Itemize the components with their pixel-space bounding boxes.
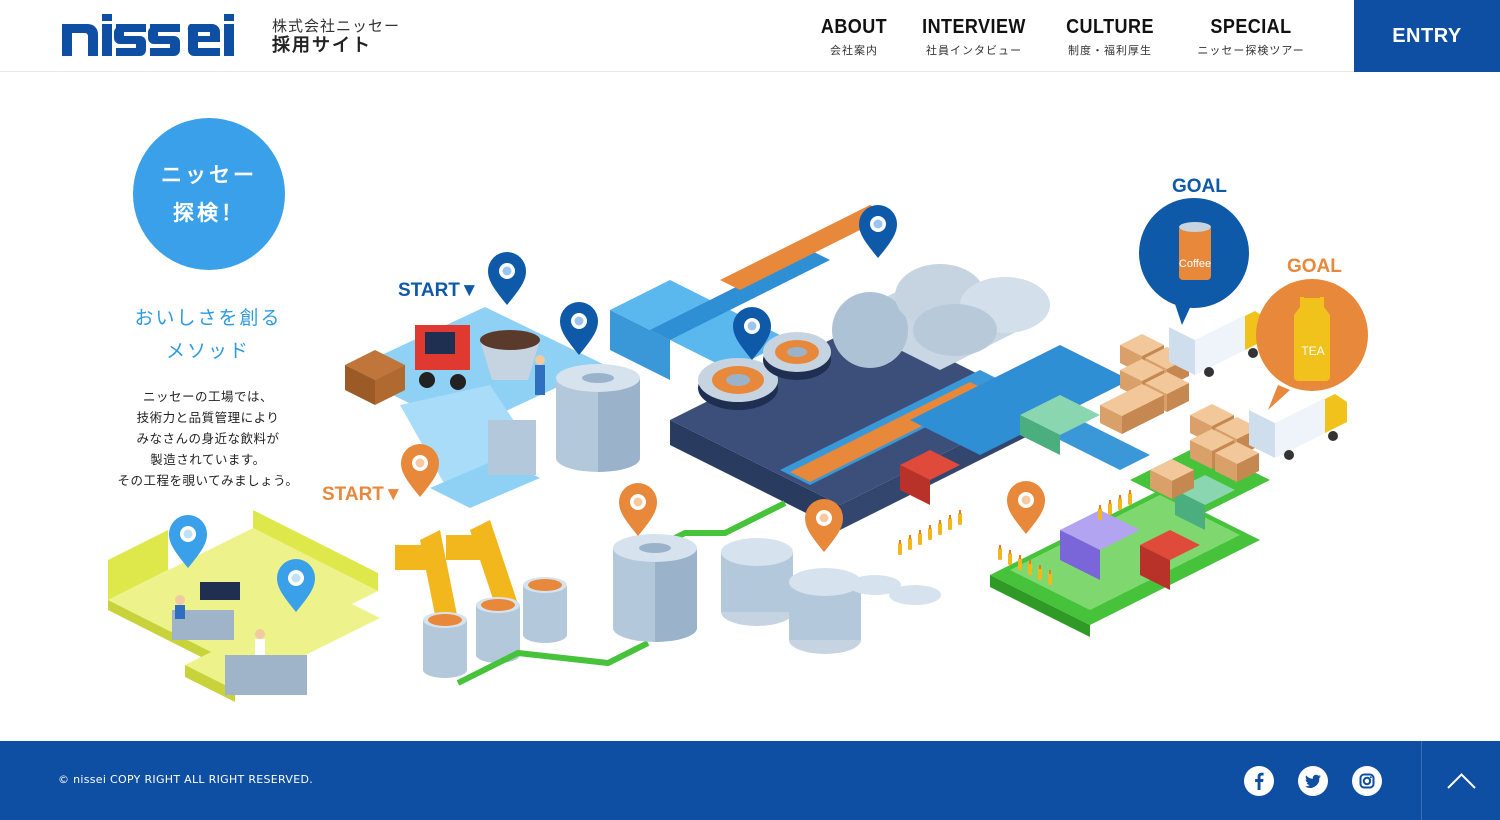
section-subtitle: おいしさを創る メソッド [108,302,308,368]
map-pin-icon[interactable] [619,483,657,536]
goal-label-blue: GOAL [1172,176,1227,197]
factory-map: START▼ START▼ GOAL GOAL Coffee TEA [108,176,1368,702]
desc-line: 製造されています。 [150,452,266,467]
subtitle-line2: メソッド [165,340,250,362]
bottle-label: TEA [1301,344,1324,358]
desc-line: 技術力と品質管理により [136,410,280,425]
subtitle-line1: おいしさを創る [134,307,282,329]
nav-item-special[interactable]: SPECIAL ニッセー探検ツアー [1186,16,1316,58]
lower-line [395,445,1270,686]
facebook-icon[interactable] [1244,766,1274,796]
nav-item-label: ABOUT [820,16,888,38]
nav-item-sublabel: ニッセー探検ツアー [1197,44,1305,57]
back-to-top-button[interactable] [1421,741,1500,820]
goal-bubble-coffee[interactable]: Coffee [1139,198,1249,325]
nav-item-culture[interactable]: CULTURE 制度・福利厚生 [1054,16,1166,58]
entry-button[interactable]: ENTRY [1354,0,1500,72]
company-name-line2: 採用サイト [272,35,372,56]
arrow-up-icon [1447,773,1476,789]
map-pin-icon[interactable] [859,205,897,258]
badge-line1: ニッセー [161,163,257,187]
desc-line: ニッセーの工場では、 [142,389,273,404]
logo-link[interactable]: 株式会社ニッセー 採用サイト [0,0,420,72]
nav-item-sublabel: 制度・福利厚生 [1068,44,1152,57]
can-label: Coffee [1179,258,1211,270]
nav-item-label: SPECIAL [1210,16,1292,38]
intro-description: ニッセーの工場では、 技術力と品質管理により みなさんの身近な飲料が 製造されて… [96,386,320,491]
goal-label-orange: GOAL [1287,256,1342,277]
instagram-icon[interactable] [1352,766,1382,796]
nav-item-interview[interactable]: INTERVIEW 社員インタビュー [914,16,1034,58]
nav-item-sublabel: 会社案内 [830,44,878,57]
nissei-logo [62,14,234,56]
company-name-line1: 株式会社ニッセー [272,17,401,35]
start-label-orange: START▼ [322,484,403,505]
tour-badge: ニッセー 探検！ [133,118,285,270]
map-pin-icon[interactable] [805,499,843,552]
map-pin-icon[interactable] [1007,481,1045,534]
goal-bubble-tea[interactable]: TEA [1256,279,1368,410]
nav-item-sublabel: 社員インタビュー [926,44,1022,57]
desc-line: みなさんの身近な飲料が [136,431,280,446]
nav-item-label: CULTURE [1066,16,1154,38]
main-nav: ABOUT 会社案内 INTERVIEW 社員インタビュー CULTURE 制度… [0,16,1354,66]
start-label-blue: START▼ [398,280,479,301]
site-header: 株式会社ニッセー 採用サイト ABOUT 会社案内 INTERVIEW 社員イン… [0,0,1500,72]
nav-item-label: INTERVIEW [922,16,1026,38]
upper-line [345,205,1150,530]
copyright-text: © nissei COPY RIGHT ALL RIGHT RESERVED. [58,773,314,786]
lab-rooms [108,510,380,702]
badge-line2: 探検！ [173,201,245,225]
site-footer: © nissei COPY RIGHT ALL RIGHT RESERVED. [0,741,1500,820]
company-name: 株式会社ニッセー 採用サイト [272,16,400,56]
map-pin-icon[interactable] [488,252,526,305]
desc-line: その工程を覗いてみましょう。 [117,473,299,488]
twitter-icon[interactable] [1298,766,1328,796]
nav-item-about[interactable]: ABOUT 会社案内 [806,16,902,58]
